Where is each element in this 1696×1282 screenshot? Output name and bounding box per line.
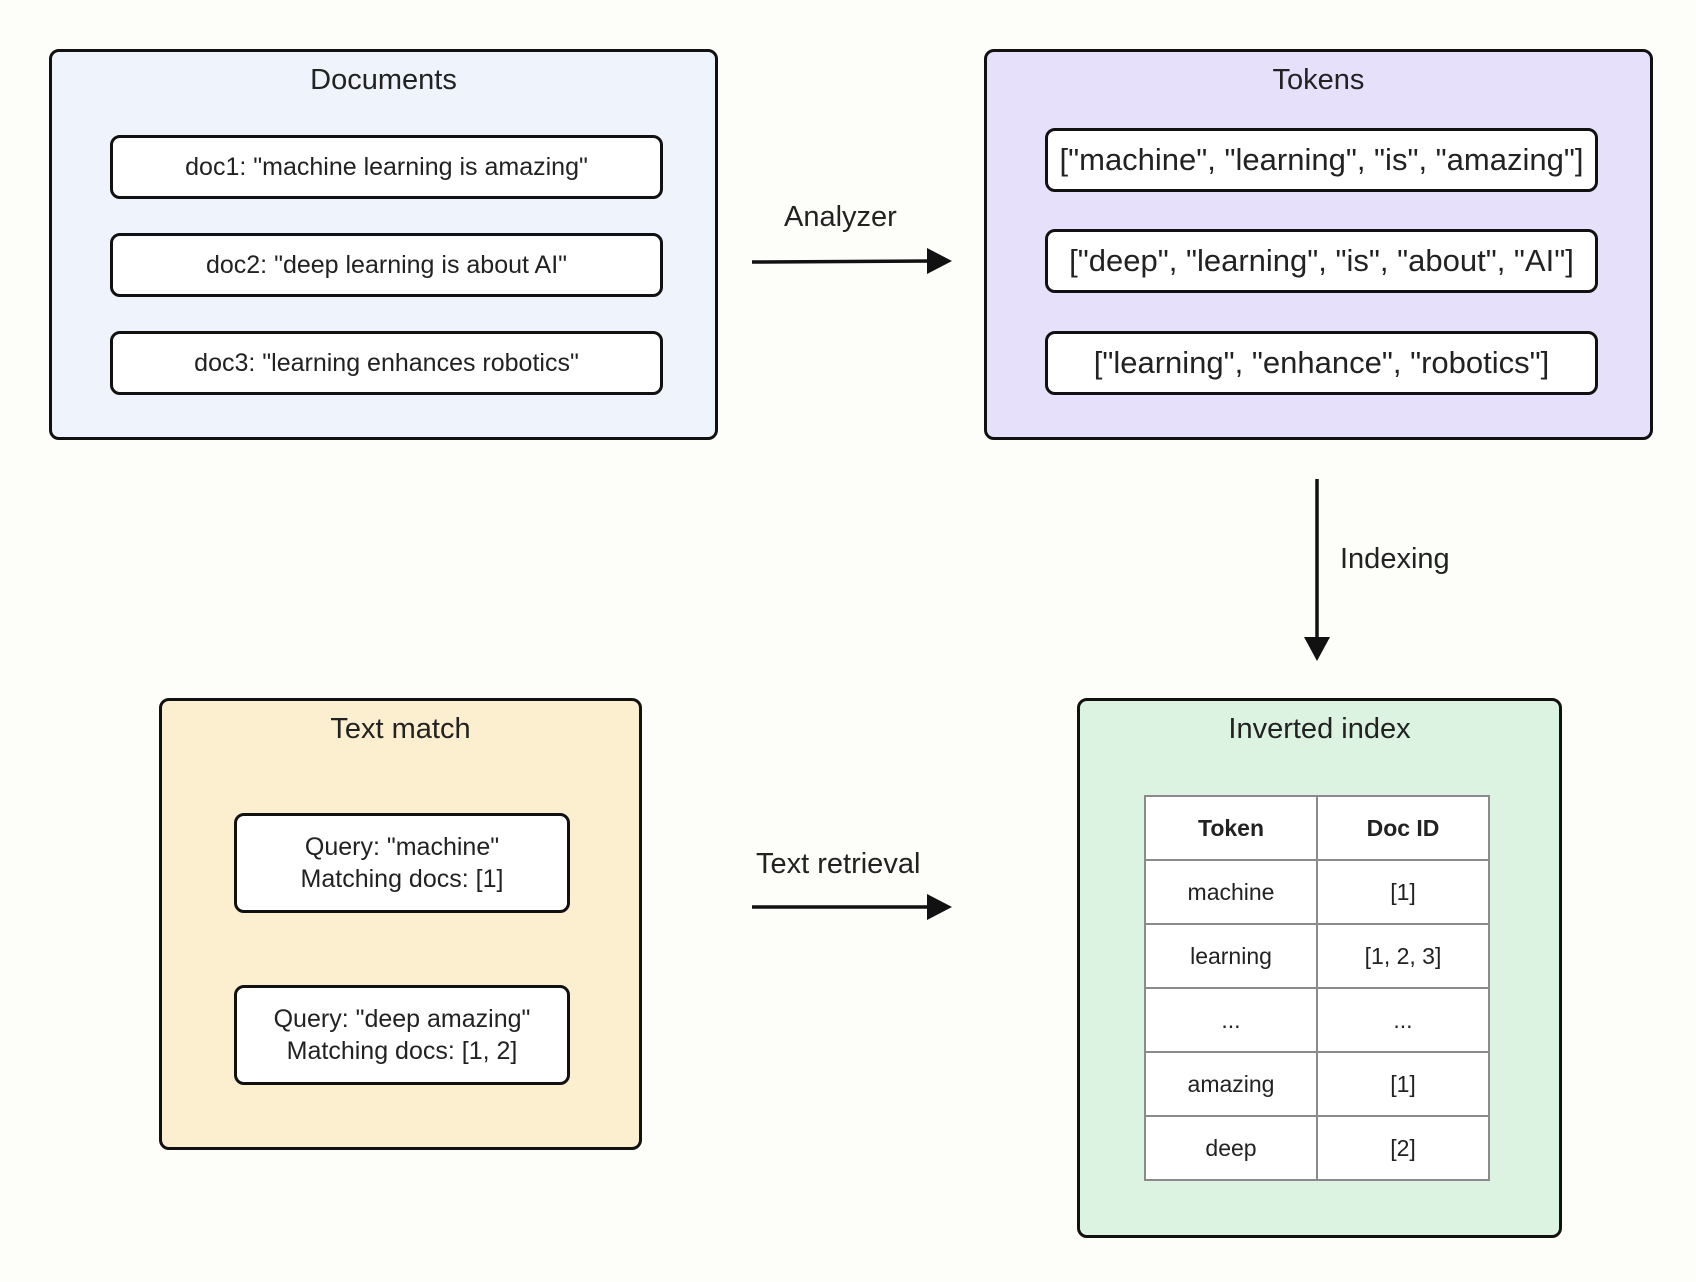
indexing-arrow <box>1304 479 1330 661</box>
documents-panel: Documents doc1: "machine learning is ama… <box>49 49 718 440</box>
table-row: learning [1, 2, 3] <box>1144 923 1490 989</box>
inverted-index-title: Inverted index <box>1228 713 1411 745</box>
header-token: Token <box>1144 795 1318 861</box>
analyzer-arrow <box>751 248 952 274</box>
analyzer-label: Analyzer <box>784 201 897 233</box>
token-cell: ... <box>1144 987 1318 1053</box>
doc-id-cell: [1] <box>1316 1051 1490 1117</box>
tokens-doc2-card: ["deep", "learning", "is", "about", "AI"… <box>1045 229 1598 293</box>
doc-id-cell: [2] <box>1316 1115 1490 1181</box>
doc-id-cell: [1, 2, 3] <box>1316 923 1490 989</box>
table-row: machine [1] <box>1144 859 1490 925</box>
text-retrieval-label: Text retrieval <box>756 848 921 880</box>
header-doc-id: Doc ID <box>1316 795 1490 861</box>
tokens-panel: Tokens ["machine", "learning", "is", "am… <box>984 49 1653 440</box>
inverted-index-panel: Inverted index Token Doc ID machine [1] … <box>1077 698 1562 1238</box>
text-match-title: Text match <box>330 713 471 745</box>
table-row: deep [2] <box>1144 1115 1490 1181</box>
matching-docs-1: Matching docs: [1] <box>300 865 504 893</box>
doc2-card: doc2: "deep learning is about AI" <box>110 233 663 297</box>
token-cell: machine <box>1144 859 1318 925</box>
indexing-label: Indexing <box>1340 543 1450 575</box>
doc1-card: doc1: "machine learning is amazing" <box>110 135 663 199</box>
text-retrieval-arrow <box>752 894 952 920</box>
token-cell: deep <box>1144 1115 1318 1181</box>
table-row: amazing [1] <box>1144 1051 1490 1117</box>
query-text-1: Query: "machine" <box>304 832 500 861</box>
query-card-2: Query: "deep amazing" Matching docs: [1,… <box>234 985 570 1085</box>
table-row: ... ... <box>1144 987 1490 1053</box>
doc3-card: doc3: "learning enhances robotics" <box>110 331 663 395</box>
tokens-doc3-card: ["learning", "enhance", "robotics"] <box>1045 331 1598 395</box>
token-cell: amazing <box>1144 1051 1318 1117</box>
inverted-index-table: Token Doc ID machine [1] learning [1, 2,… <box>1144 795 1490 1181</box>
query-text-2: Query: "deep amazing" <box>273 1004 531 1033</box>
table-header-row: Token Doc ID <box>1144 795 1490 861</box>
tokens-title: Tokens <box>1272 64 1365 96</box>
tokens-doc1-card: ["machine", "learning", "is", "amazing"] <box>1045 128 1598 192</box>
doc-id-cell: ... <box>1316 987 1490 1053</box>
doc-id-cell: [1] <box>1316 859 1490 925</box>
documents-title: Documents <box>310 64 457 96</box>
text-match-panel: Text match Query: "machine" Matching doc… <box>159 698 642 1150</box>
matching-docs-2: Matching docs: [1, 2] <box>286 1037 518 1065</box>
token-cell: learning <box>1144 923 1318 989</box>
query-card-1: Query: "machine" Matching docs: [1] <box>234 813 570 913</box>
